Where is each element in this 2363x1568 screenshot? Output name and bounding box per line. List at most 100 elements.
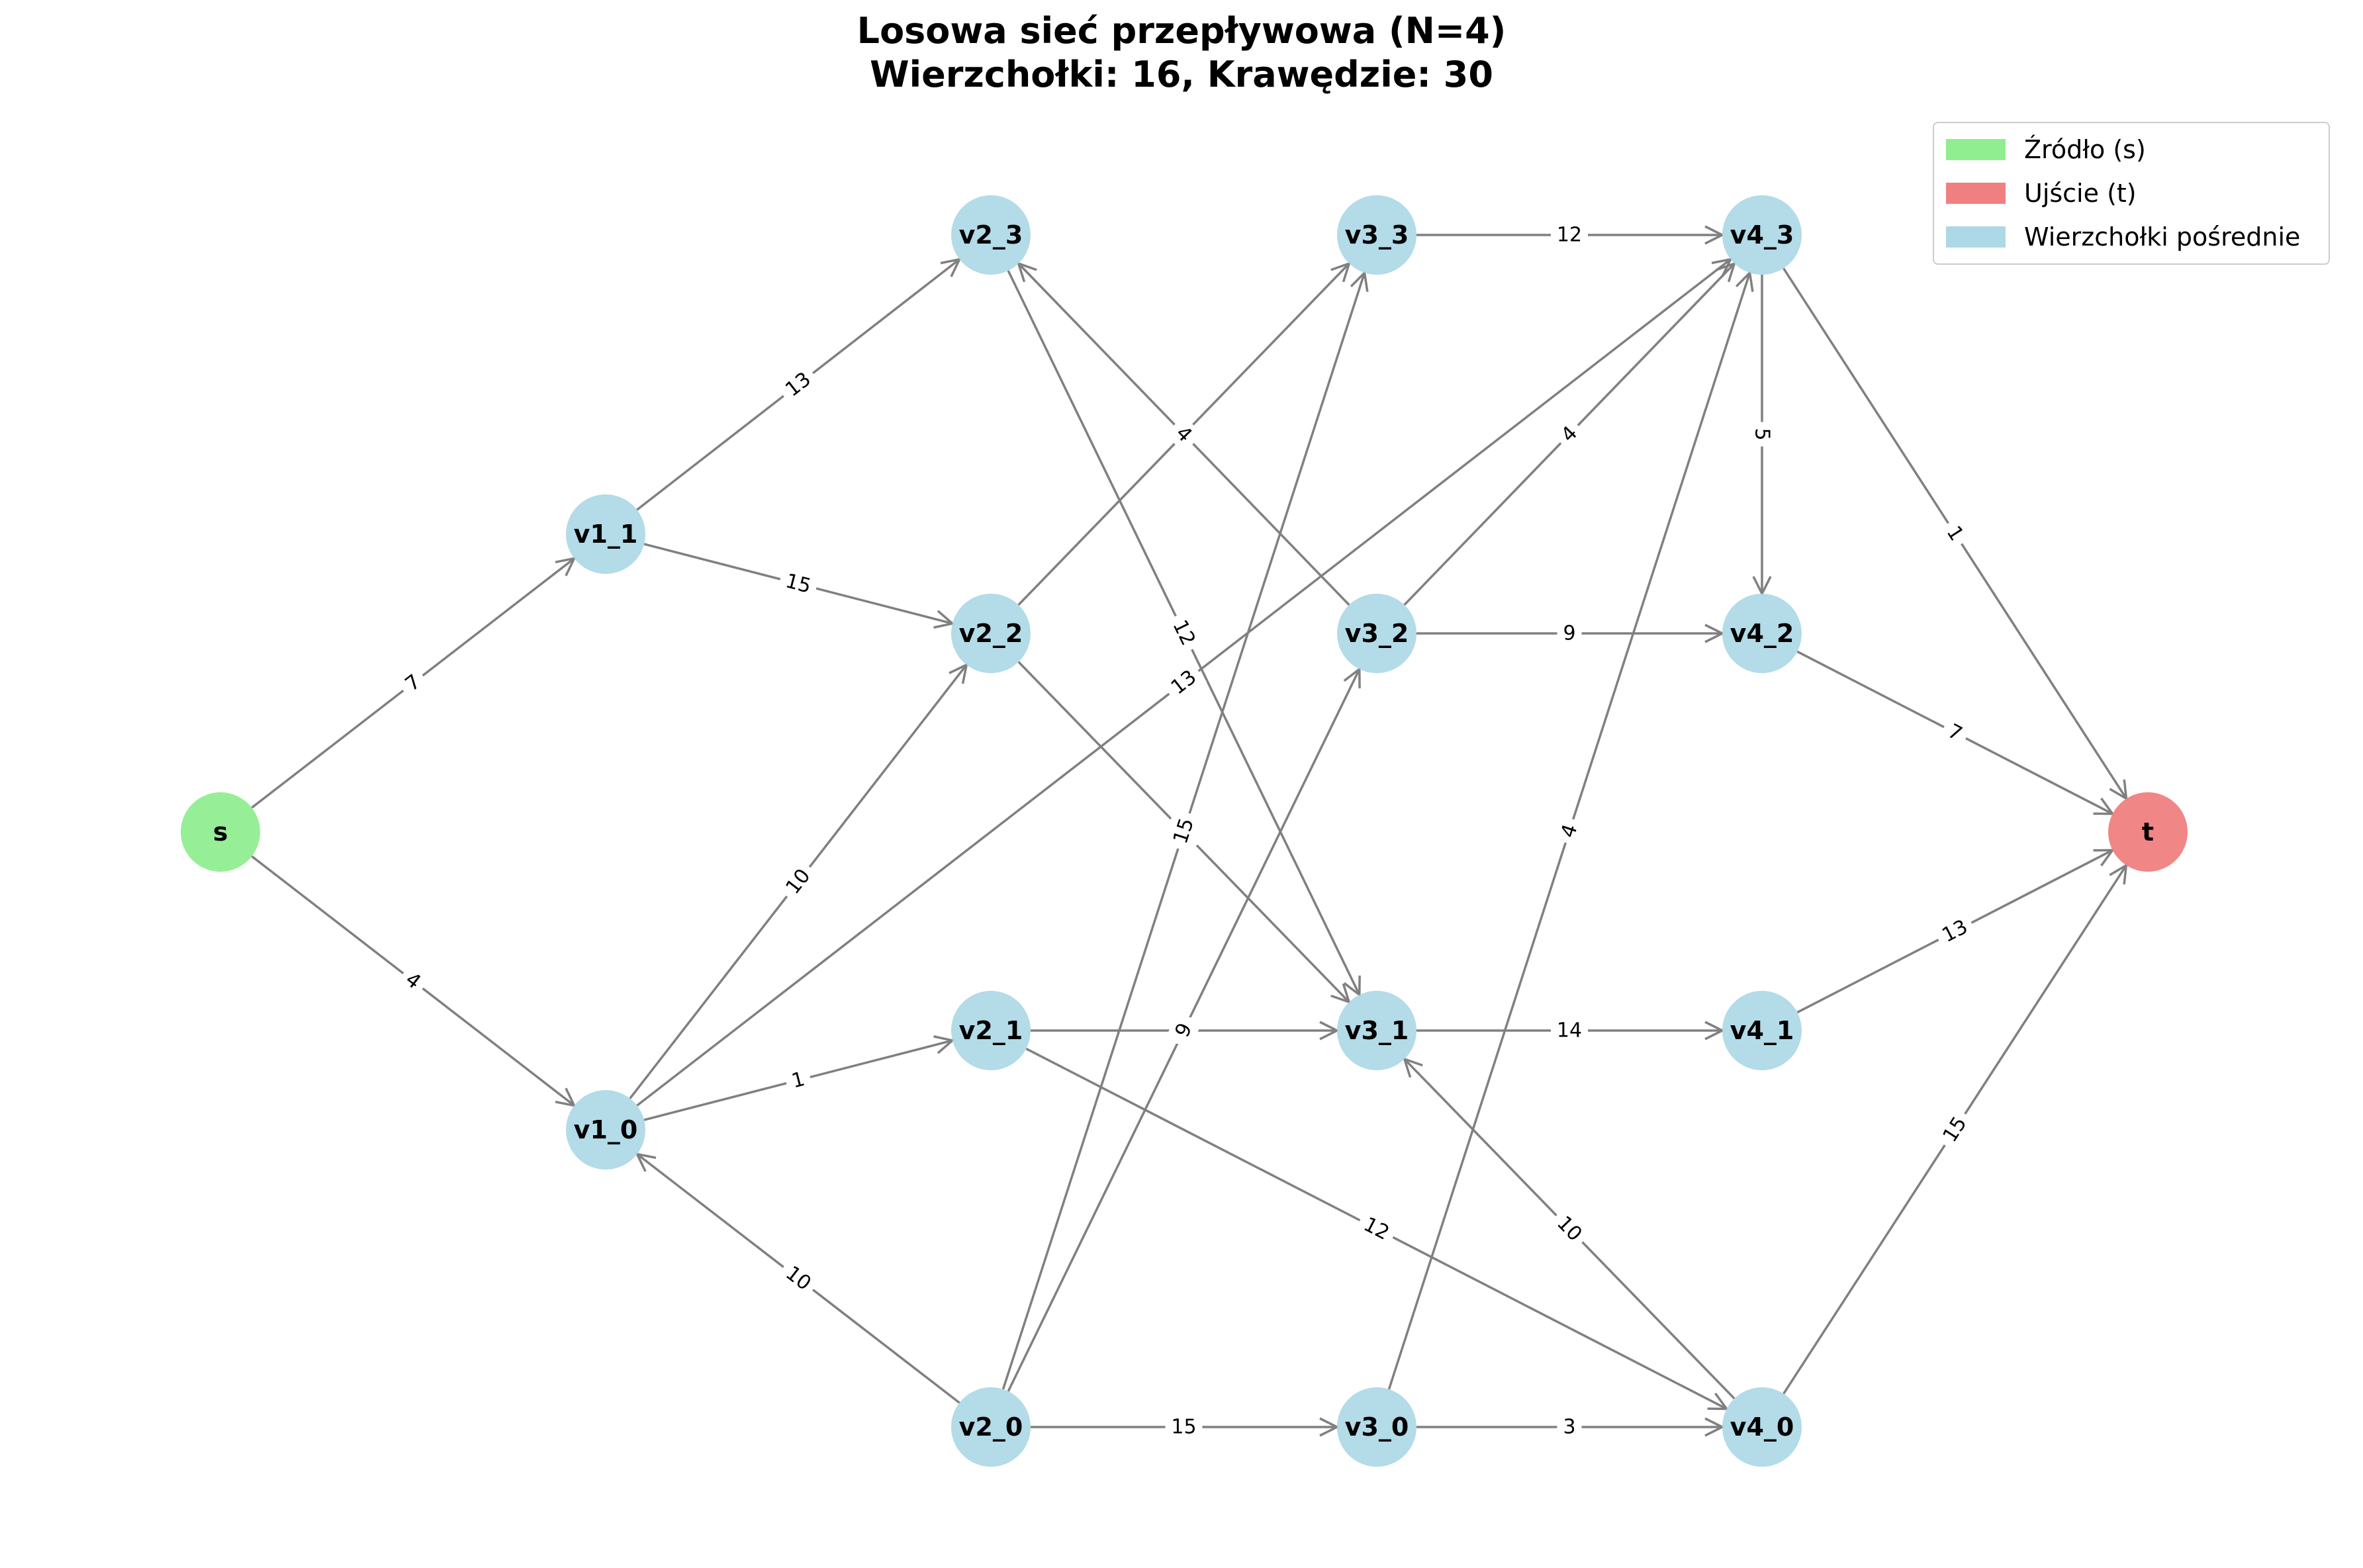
legend-item-source: Źródło (s) — [1946, 130, 2146, 169]
chart-title: Losowa sieć przepływowa (N=4) Wierzchołk… — [0, 9, 2363, 97]
node-label: s — [213, 817, 228, 847]
legend-item-sink: Ujście (t) — [1946, 173, 2137, 213]
edge-v4_0-t-arrowhead — [2109, 863, 2128, 885]
nodes-layer: s v1_0 v1_1 v2_0 v2_1 v2_2 v2_3 v3_0 v3_1 v3_2 v3_… — [181, 195, 2188, 1467]
node-v4_1-circle — [1722, 991, 1802, 1070]
edge-v4_1-t-capacity: 13 — [1932, 911, 1978, 952]
node-v1_0: v1_0 — [566, 1090, 645, 1170]
node-label: v3_2 — [1345, 619, 1409, 648]
edge-v2_3-v3_1-capacity: 12 — [1164, 610, 1204, 655]
node-v2_0-circle — [951, 1387, 1031, 1467]
edge-v1_0-v2_1-capacity: 1 — [783, 1064, 813, 1096]
legend-swatch-source — [1946, 139, 2006, 160]
edge-labels-layer: 7413151101310415412912159151249141043517… — [395, 222, 1978, 1440]
edge-v1_0-v2_2-capacity: 10 — [776, 858, 820, 905]
edge-v2_0-v3_0-capacity: 15 — [1165, 1414, 1203, 1440]
node-v3_3: v3_3 — [1337, 195, 1416, 275]
edge-v3_0-v4_0-capacity: 3 — [1557, 1414, 1582, 1440]
edge-v4_3-v4_2-capacity: 5 — [1749, 422, 1775, 447]
node-v4_0-circle — [1722, 1387, 1802, 1467]
node-v3_0: v3_0 — [1337, 1387, 1416, 1467]
edge-v4_3-t-arrowhead — [2109, 779, 2128, 801]
edge-v4_3-t-capacity: 1 — [1937, 516, 1973, 551]
node-s-circle — [181, 792, 260, 872]
edge-capacity-label: 15 — [1171, 1416, 1196, 1439]
node-s: s — [181, 792, 260, 872]
node-v1_1: v1_1 — [566, 494, 645, 574]
node-label: v4_3 — [1730, 220, 1794, 250]
node-v3_0-circle — [1337, 1387, 1416, 1467]
node-t: t — [2108, 792, 2188, 872]
legend-swatch-sink — [1946, 183, 2006, 204]
edge-v3_2-v4_3-arrowhead — [1716, 261, 1737, 283]
node-v3_2-circle — [1337, 594, 1416, 673]
node-v4_0: v4_0 — [1722, 1387, 1802, 1467]
edge-v2_0-v3_2-capacity: 9 — [1166, 1013, 1201, 1047]
legend: Źródło (s) Ujście (t) Wierzchołki pośred… — [1933, 122, 2330, 265]
node-label: v1_0 — [574, 1115, 638, 1144]
edge-s-v1_1-capacity: 7 — [395, 665, 431, 702]
legend-swatch-intermediate — [1946, 226, 2006, 248]
node-v4_2: v4_2 — [1722, 594, 1802, 673]
node-v4_3-circle — [1722, 195, 1802, 275]
edge-v2_0-v3_3-arrowhead — [1350, 270, 1369, 293]
edge-v1_1-v2_3-capacity: 13 — [775, 363, 821, 406]
node-label: v2_3 — [959, 220, 1023, 250]
edge-v1_1-v2_3-arrowhead — [940, 257, 962, 277]
node-v4_2-circle — [1722, 594, 1802, 673]
node-v2_0: v2_0 — [951, 1387, 1031, 1467]
node-v2_2-circle — [951, 594, 1031, 673]
edge-v3_0-v4_3-capacity: 4 — [1553, 815, 1586, 847]
edge-v3_3-v4_3-capacity: 12 — [1551, 222, 1588, 248]
edge-capacity-label: 14 — [1557, 1019, 1582, 1042]
edge-v1_1-v2_2-capacity: 15 — [776, 566, 820, 602]
node-label: v4_1 — [1730, 1016, 1794, 1045]
title-line-1: Losowa sieć przepływowa (N=4) — [857, 10, 1506, 52]
node-label: v4_0 — [1730, 1412, 1794, 1442]
edge-capacity-label: 9 — [1563, 622, 1575, 645]
edge-v4_0-t-capacity: 15 — [1933, 1107, 1976, 1152]
legend-item-intermediate: Wierzchołki pośrednie — [1946, 217, 2300, 257]
node-label: v3_1 — [1345, 1016, 1409, 1045]
node-v4_3: v4_3 — [1722, 195, 1802, 275]
node-v2_2: v2_2 — [951, 594, 1031, 673]
node-label: v3_3 — [1345, 220, 1409, 250]
edge-v3_2-v4_3-capacity: 4 — [1551, 416, 1588, 453]
edge-v4_2-t-capacity: 7 — [1937, 715, 1972, 751]
node-label: v4_2 — [1730, 619, 1794, 648]
edge-v2_0-v3_3-capacity: 15 — [1165, 809, 1203, 853]
node-v3_2: v3_2 — [1337, 594, 1416, 673]
node-label: v2_2 — [959, 619, 1023, 648]
node-v2_1-circle — [951, 991, 1031, 1070]
node-v2_1: v2_1 — [951, 991, 1031, 1070]
node-v2_3: v2_3 — [951, 195, 1031, 275]
edge-v3_2-v2_3-capacity: 4 — [1166, 416, 1202, 453]
edge-v3_2-v4_2-capacity: 9 — [1557, 620, 1582, 647]
node-v3_3-circle — [1337, 195, 1416, 275]
edge-v2_1-v4_0-capacity: 12 — [1354, 1208, 1399, 1250]
edge-v2_0-v1_0-capacity: 10 — [775, 1256, 821, 1301]
legend-label-intermediate: Wierzchołki pośrednie — [2024, 222, 2301, 252]
node-label: v2_1 — [959, 1016, 1023, 1045]
legend-label-sink: Ujście (t) — [2024, 179, 2137, 208]
edge-s-v1_0-capacity: 4 — [395, 962, 431, 999]
node-label: v1_1 — [574, 520, 638, 549]
node-v3_1: v3_1 — [1337, 991, 1416, 1070]
node-v4_1: v4_1 — [1722, 991, 1802, 1070]
edge-capacity-label: 12 — [1557, 224, 1582, 247]
edge-capacity-label: 5 — [1751, 428, 1774, 440]
node-label: t — [2142, 817, 2154, 847]
node-label: v2_0 — [959, 1412, 1023, 1442]
legend-label-source: Źródło (s) — [2024, 135, 2146, 164]
node-t-circle — [2108, 792, 2188, 872]
edge-v3_1-v4_1-capacity: 14 — [1551, 1017, 1588, 1044]
edge-v1_0-v2_1-arrowhead — [933, 1035, 955, 1054]
edge-v2_2-v3_3-arrowhead — [1330, 261, 1351, 283]
node-v3_1-circle — [1337, 991, 1416, 1070]
title-line-2: Wierzchołki: 16, Krawędzie: 30 — [870, 54, 1493, 95]
edge-v3_2-v2_3-arrowhead — [1017, 261, 1037, 283]
node-v2_3-circle — [951, 195, 1031, 275]
edge-capacity-label: 3 — [1563, 1416, 1575, 1439]
node-v1_1-circle — [566, 494, 645, 574]
